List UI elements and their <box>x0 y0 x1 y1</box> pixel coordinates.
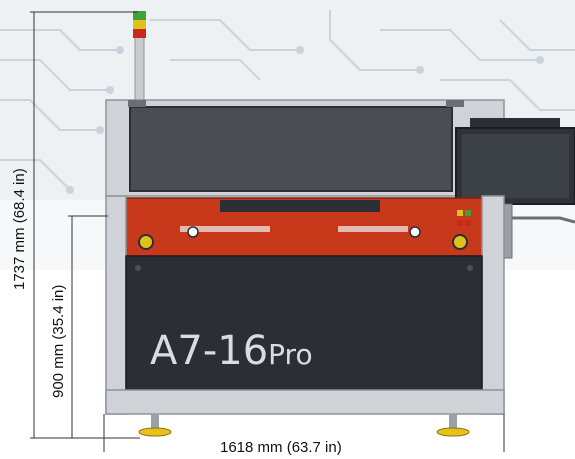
model-main: A7-16 <box>150 328 268 374</box>
orange-band <box>125 197 483 257</box>
lower-cabinet <box>105 195 505 415</box>
monitor-icon <box>455 118 575 259</box>
table-height-dimension: 900 mm (35.4 in) <box>50 285 67 398</box>
width-dimension: 1618 mm (63.7 in) <box>220 439 342 456</box>
machine-feet <box>138 414 470 437</box>
top-hood <box>105 99 505 197</box>
model-suffix: Pro <box>268 338 312 371</box>
signal-tower-icon <box>133 11 146 103</box>
indicator-lights-icon <box>457 210 471 226</box>
dimension-lines <box>30 11 505 452</box>
total-height-dimension: 1737 mm (68.4 in) <box>11 168 28 290</box>
model-label: A7-16Pro <box>150 328 313 374</box>
